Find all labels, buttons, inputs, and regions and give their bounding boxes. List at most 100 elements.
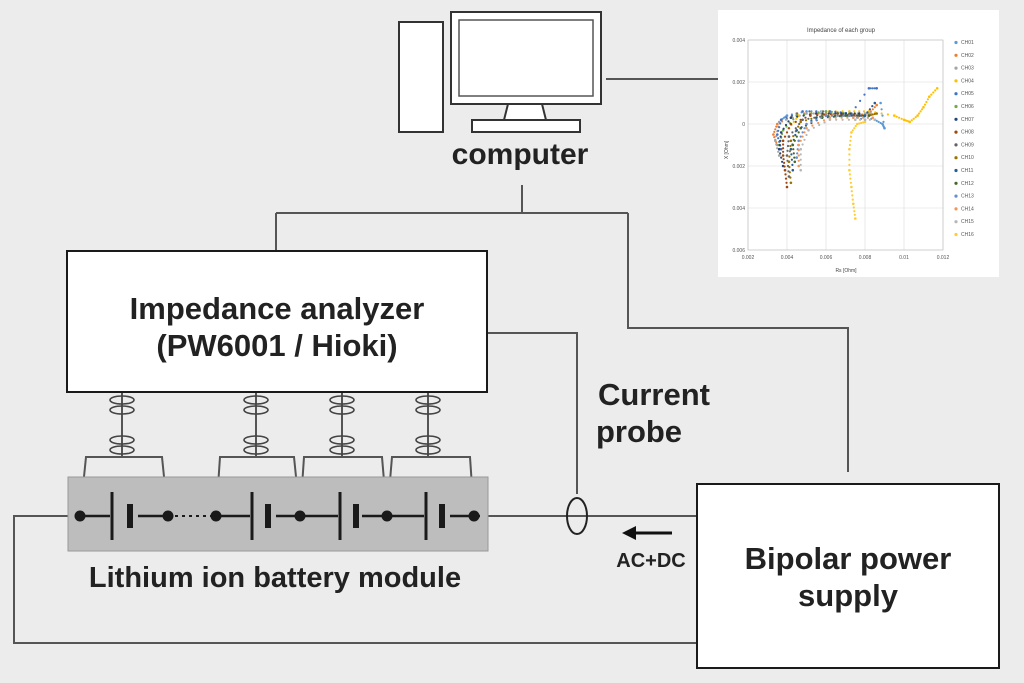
- plot-point: [797, 125, 800, 128]
- plot-legend-label: CH03: [961, 66, 974, 72]
- plot-point: [848, 153, 851, 156]
- plot-point: [895, 115, 898, 118]
- plot-point: [871, 113, 874, 116]
- plot-point: [858, 122, 861, 125]
- plot-point: [774, 139, 777, 143]
- plot-point: [789, 181, 793, 185]
- plot-legend-label: CH01: [961, 40, 974, 46]
- plot-point: [799, 126, 802, 130]
- plot-point: [799, 168, 802, 172]
- plot-point: [785, 114, 789, 117]
- plot-point: [775, 143, 778, 146]
- plot-point: [773, 130, 776, 133]
- plot-point: [784, 177, 788, 180]
- plot-point: [863, 93, 866, 96]
- plot-point: [842, 114, 845, 117]
- plot-point: [853, 112, 856, 115]
- plot-point: [779, 139, 782, 142]
- plot-point: [918, 112, 921, 115]
- plot-y-tick-label: 0.004: [732, 206, 745, 212]
- plot-legend-label: CH08: [961, 130, 974, 136]
- plot-legend-marker: [954, 130, 958, 134]
- plot-point: [880, 108, 883, 111]
- plot-point: [857, 112, 861, 115]
- plot-point: [799, 163, 802, 166]
- plot-point: [789, 144, 792, 148]
- plot-point: [875, 112, 878, 115]
- plot-point: [863, 120, 867, 124]
- plot-point: [777, 147, 781, 151]
- plot-point: [920, 108, 924, 111]
- plot-point: [817, 121, 820, 125]
- plot-point: [817, 111, 820, 114]
- plot-point: [925, 100, 928, 104]
- plot-point: [785, 154, 789, 157]
- plot-point: [873, 101, 877, 105]
- plot-point: [799, 139, 802, 142]
- plot-legend-marker: [954, 143, 958, 147]
- plot-point: [788, 150, 791, 153]
- plot-point: [788, 155, 791, 158]
- plot-point: [848, 147, 851, 151]
- plot-legend-marker: [954, 40, 958, 45]
- plot-point: [859, 99, 862, 102]
- plot-legend-label: CH10: [961, 155, 974, 161]
- plot-point: [779, 135, 782, 138]
- plot-point: [780, 156, 783, 159]
- plot-point: [910, 119, 913, 122]
- plot-point: [848, 158, 851, 161]
- plot-legend-marker: [954, 104, 958, 109]
- plot-point: [881, 114, 884, 117]
- plot-point: [778, 126, 781, 129]
- plot-point: [868, 118, 871, 121]
- plot-point: [783, 168, 787, 172]
- plot-point: [782, 127, 785, 130]
- plot-point: [822, 113, 826, 116]
- plot-point: [812, 126, 815, 129]
- plot-point: [836, 112, 839, 115]
- plot-point: [836, 114, 839, 117]
- plot-point: [795, 156, 798, 159]
- plot-point: [777, 129, 780, 132]
- plot-point: [914, 116, 917, 119]
- plot-point: [807, 129, 810, 132]
- plot-point: [854, 106, 857, 109]
- plot-point: [873, 106, 876, 109]
- battery-module-label: Lithium ion battery module: [88, 562, 462, 594]
- plot-point: [792, 152, 795, 155]
- plot-point: [787, 140, 790, 143]
- plot-point: [840, 114, 843, 117]
- plot-ylabel: X [Ohm]: [724, 140, 730, 159]
- plot-legend-marker: [954, 168, 958, 173]
- plot-point: [795, 117, 798, 120]
- plot-point: [880, 112, 883, 115]
- sense-coils: [109, 395, 441, 455]
- plot-point: [838, 115, 841, 118]
- plot-point: [862, 121, 865, 124]
- plot-point: [778, 143, 781, 147]
- plot-point: [869, 87, 872, 90]
- plot-point: [856, 114, 859, 117]
- plot-point: [785, 131, 789, 134]
- plot-point: [797, 149, 800, 152]
- plot-point: [802, 114, 805, 117]
- plot-point: [893, 114, 896, 117]
- computer-label: computer: [451, 138, 589, 171]
- plot-point: [772, 133, 775, 136]
- terminal-nodes: [74, 510, 480, 522]
- plot-point: [787, 120, 790, 123]
- plot-point: [868, 108, 871, 111]
- plot-point: [922, 105, 925, 109]
- psu-label-line1: Bipolar power: [744, 541, 952, 576]
- plot-point: [777, 150, 780, 153]
- plot-point: [875, 103, 878, 107]
- plot-point: [832, 112, 835, 116]
- battery-cells: [80, 492, 480, 540]
- plot-point: [809, 114, 812, 117]
- plot-point: [803, 131, 806, 134]
- plot-point: [835, 118, 838, 121]
- plot-point: [779, 122, 782, 125]
- plot-point: [791, 168, 795, 172]
- plot-point: [857, 116, 860, 119]
- plot-point: [810, 120, 813, 123]
